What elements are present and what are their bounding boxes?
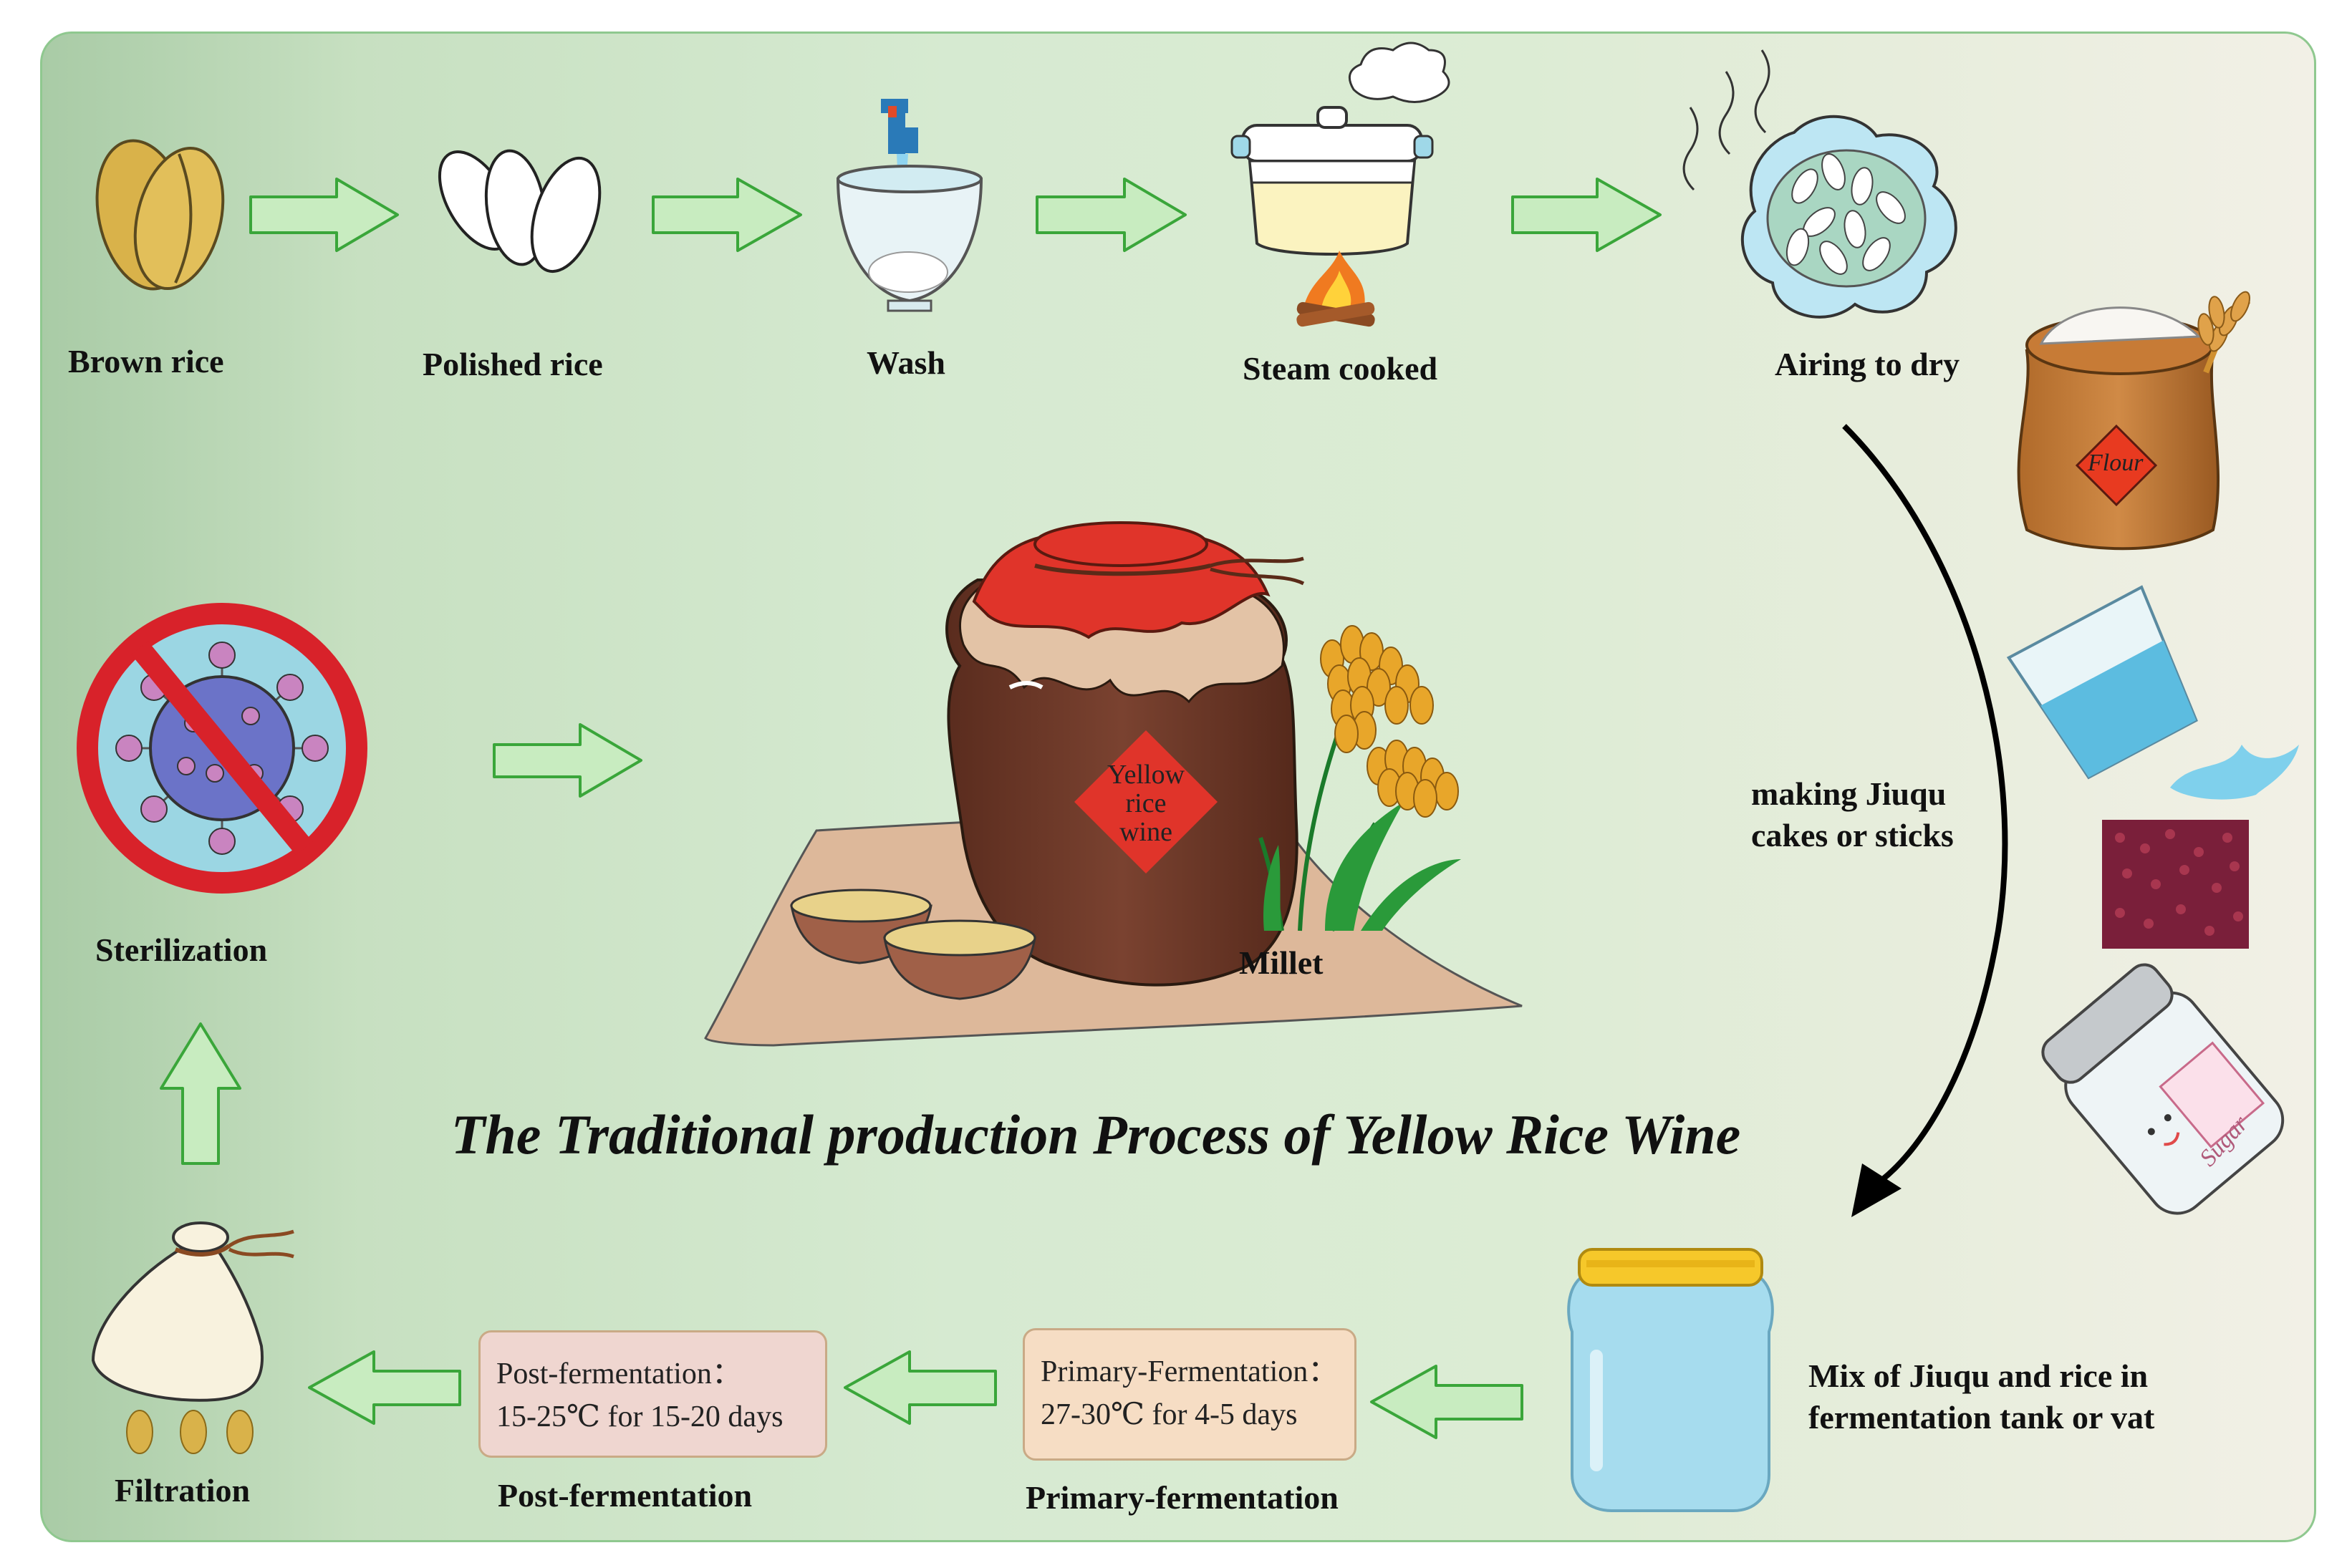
mix-label-line1: Mix of Jiuqu and rice in (1808, 1358, 2149, 1394)
jar-label-line1: Yellow (1107, 760, 1185, 790)
arrow-left-icon (844, 1350, 997, 1425)
brown-rice-label: Brown rice (68, 343, 224, 379)
arrowhead-icon (1851, 1163, 1902, 1217)
steam-cooked-label: Steam cooked (1243, 350, 1438, 387)
polished-rice-icon (438, 149, 602, 274)
flour-label: Flour (2088, 450, 2144, 476)
curved-arrow-icon (1842, 424, 2008, 1184)
wash-label: Wash (867, 344, 945, 381)
making-jiuqu-label-line2: cakes or sticks (1751, 817, 1954, 853)
airing-rice-icon (1682, 49, 1957, 319)
polished-rice-label: Polished rice (423, 346, 603, 382)
arrow-right-icon (1511, 178, 1662, 252)
wash-bowl-icon (836, 99, 983, 312)
jar-label-line2: rice (1125, 788, 1167, 818)
millet-label: Millet (1239, 944, 1324, 981)
mix-label-line2: fermentation tank or vat (1808, 1399, 2155, 1436)
arrow-right-icon (652, 178, 802, 252)
airing-label: Airing to dry (1775, 346, 1960, 382)
filter-bag-icon (91, 1221, 294, 1454)
post-box-line1: Post-fermentation： (496, 1358, 742, 1390)
arrow-right-icon (493, 723, 642, 798)
post-fermentation-label: Post-fermentation (498, 1477, 753, 1514)
making-jiuqu-label-line1: making Jiuqu (1751, 775, 1947, 812)
primary-box-line2: 27-30℃ for 4-5 days (1041, 1398, 1298, 1431)
filtration-label: Filtration (115, 1472, 251, 1509)
sugar-shaker-icon (2041, 963, 2285, 1215)
primary-fermentation-label: Primary-fermentation (1026, 1479, 1339, 1516)
primary-fermentation-box: Primary-Fermentation： 27-30℃ for 4-5 day… (1023, 1328, 1356, 1461)
arrow-right-icon (249, 178, 399, 252)
post-box-line2: 15-25℃ for 15-20 days (496, 1400, 784, 1433)
steam-pot-icon (1230, 42, 1450, 327)
arrow-up-icon (160, 1022, 241, 1165)
primary-box-line1: Primary-Fermentation： (1041, 1355, 1339, 1388)
red-yeast-rice-icon (2102, 820, 2249, 949)
water-cup-icon (2006, 585, 2299, 800)
diagram-title: The Traditional production Process of Ye… (450, 1103, 1741, 1166)
jar-label-line3: wine (1119, 817, 1172, 847)
sterilization-label: Sterilization (95, 931, 268, 968)
arrow-left-icon (308, 1350, 461, 1425)
arrow-left-icon (1370, 1365, 1523, 1439)
brown-rice-icon (95, 139, 225, 291)
arrow-right-icon (1036, 178, 1187, 252)
post-fermentation-box: Post-fermentation： 15-25℃ for 15-20 days (478, 1330, 827, 1458)
center-wine-scene (704, 521, 1523, 1047)
flour-sack-icon (2017, 291, 2251, 551)
no-virus-icon (77, 603, 367, 894)
fermentation-jar-icon (1567, 1248, 1774, 1512)
